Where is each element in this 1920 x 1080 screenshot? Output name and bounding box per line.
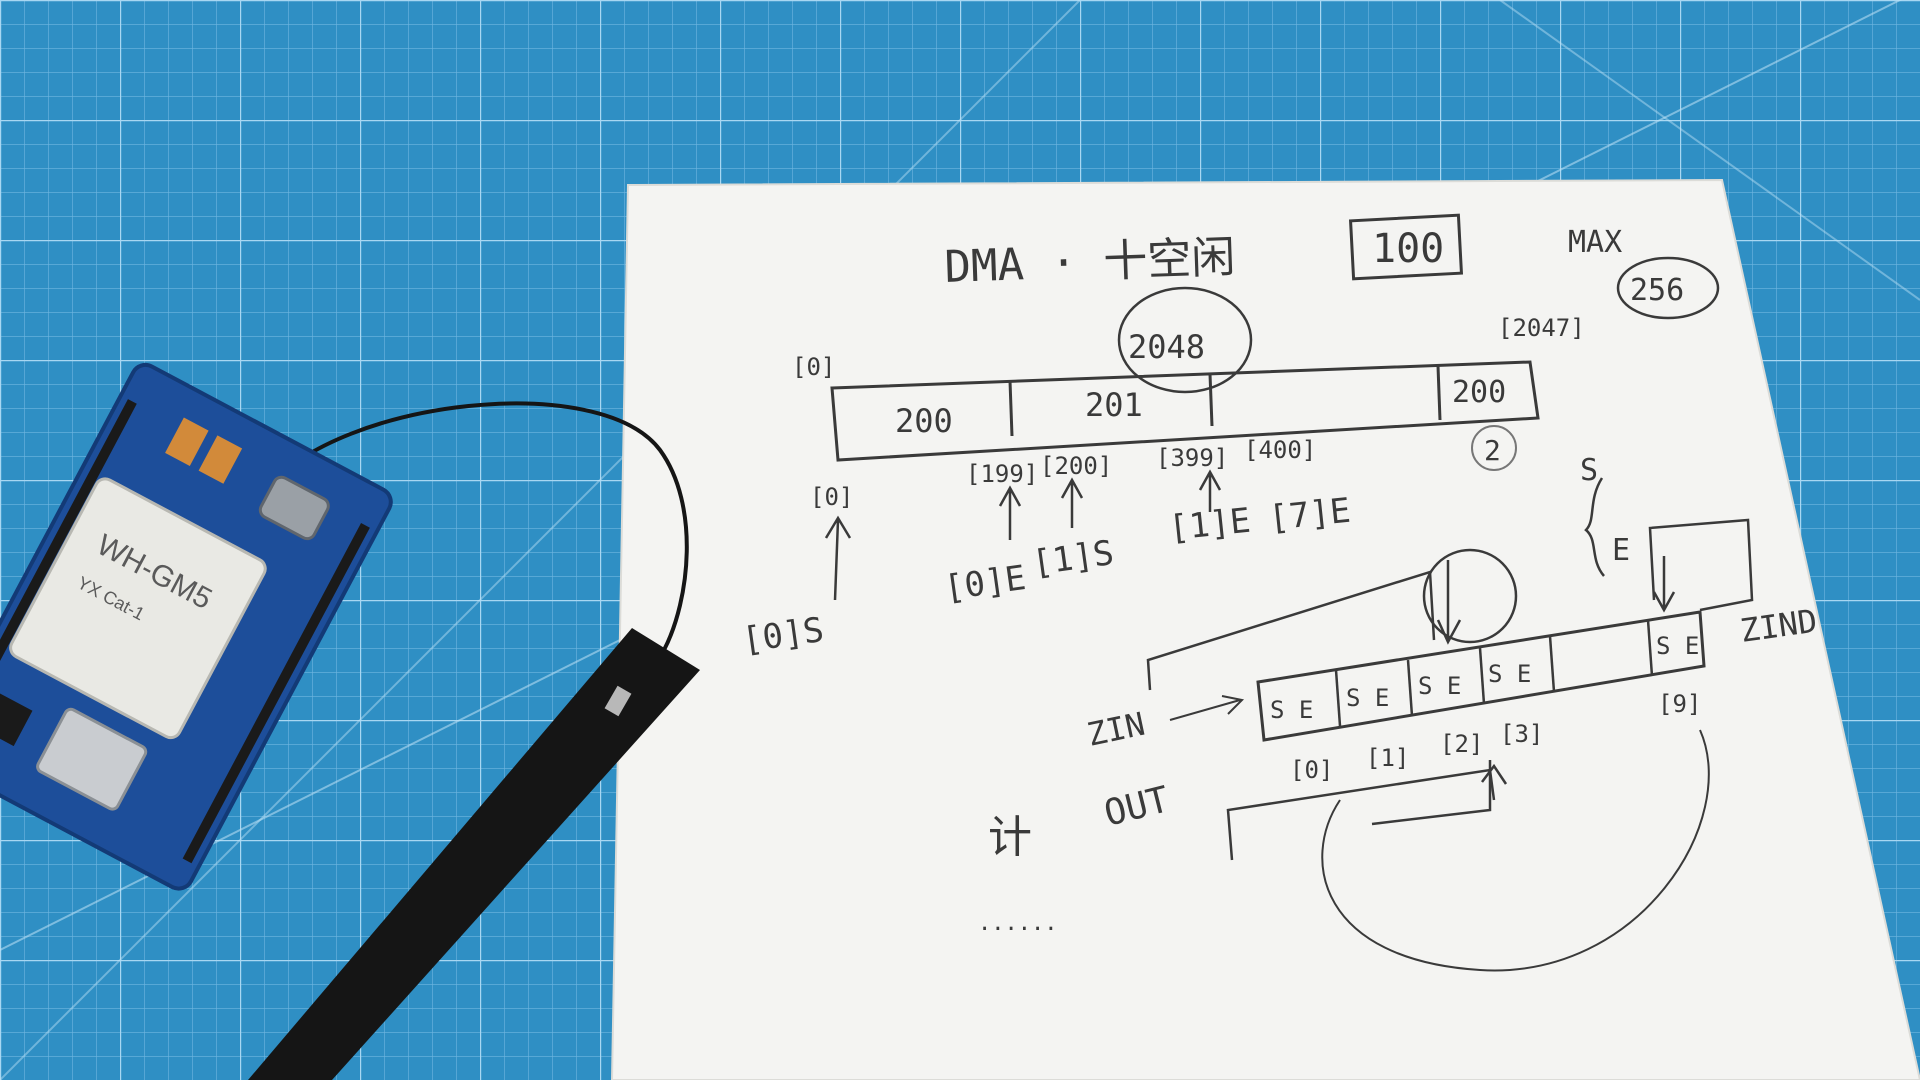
below-label-4: [399] bbox=[1156, 444, 1228, 472]
top-cell-4: 200 bbox=[1452, 375, 1506, 410]
top-end-index: [2047] bbox=[1498, 314, 1585, 342]
below-label-2: [199] bbox=[966, 460, 1038, 488]
top-start-index: [0] bbox=[792, 353, 835, 381]
bottom-index-1: [1] bbox=[1366, 744, 1409, 772]
circled-top-value: 2048 bbox=[1128, 328, 1205, 366]
side-label-s: S bbox=[1580, 453, 1598, 488]
sketch-note: 计 bbox=[988, 812, 1032, 863]
boxed-value: 100 bbox=[1372, 226, 1444, 272]
side-label-e: E bbox=[1612, 533, 1630, 568]
below-label-3: [200] bbox=[1040, 452, 1112, 480]
bottom-cell-4: S E bbox=[1488, 660, 1531, 688]
top-cell-2: 201 bbox=[1085, 386, 1143, 424]
pointer-1E: [1]E bbox=[1167, 501, 1253, 549]
bottom-cell-2: S E bbox=[1346, 684, 1389, 712]
bottom-index-2: [2] bbox=[1440, 730, 1483, 758]
bottom-index-0: [0] bbox=[1290, 756, 1333, 784]
bottom-cell-5: S E bbox=[1656, 632, 1699, 660]
max-value: 256 bbox=[1630, 273, 1684, 308]
sketch-title: DMA · 十空闲 bbox=[944, 232, 1237, 293]
below-label-1: [0] bbox=[810, 483, 853, 511]
bottom-cell-3: S E bbox=[1418, 672, 1461, 700]
top-mark: 2 bbox=[1484, 434, 1501, 467]
bottom-index-3: [3] bbox=[1500, 720, 1543, 748]
max-label: MAX bbox=[1568, 225, 1622, 260]
below-label-5: [400] bbox=[1244, 436, 1316, 464]
bottom-cell-1: S E bbox=[1270, 696, 1313, 724]
top-cell-1: 200 bbox=[895, 402, 953, 440]
sketch-dots: ...... bbox=[978, 911, 1057, 936]
pointer-7E: [7]E bbox=[1267, 491, 1353, 539]
bottom-index-9: [9] bbox=[1658, 690, 1701, 718]
